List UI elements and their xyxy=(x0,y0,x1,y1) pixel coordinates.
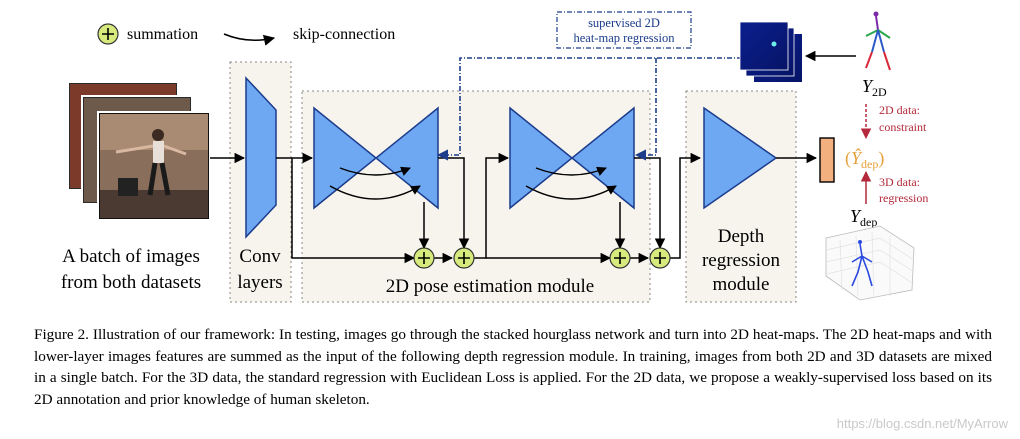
sum-node-2 xyxy=(453,247,475,269)
curved-arrow-icon xyxy=(223,33,276,46)
ydep-hat-label: (Ŷdep) xyxy=(845,147,884,171)
sum-node-4 xyxy=(649,247,671,269)
input-caption-line2: from both datasets xyxy=(61,272,201,293)
legend-summation-label: summation xyxy=(127,26,198,43)
watermark: https://blog.csdn.net/MyArrow xyxy=(836,416,1008,431)
conv-label-line2: layers xyxy=(237,272,282,293)
sum-node-1 xyxy=(413,247,435,269)
legend-skip-label: skip-connection xyxy=(293,26,395,43)
legend: summation skip-connection xyxy=(97,23,395,46)
depth-regression-block xyxy=(703,106,778,210)
figure-caption: Figure 2. Illustration of our framework:… xyxy=(34,326,992,408)
regression-label-line2: regression xyxy=(879,191,928,205)
constraint-label-line1: 2D data: xyxy=(879,103,920,117)
supervision-label-line2: heat-map regression xyxy=(573,31,675,45)
supervision-line-2 xyxy=(634,58,657,161)
skeleton-2d-icon xyxy=(865,11,891,71)
supervision-label-line1: supervised 2D xyxy=(588,16,660,30)
depth-label-line1: Depth xyxy=(718,226,765,247)
supervision-box xyxy=(556,11,692,49)
heatmap-thumbnail xyxy=(739,21,802,82)
constraint-label-line2: constraint xyxy=(879,120,927,134)
regression-label-line1: 3D data: xyxy=(879,175,920,189)
input-caption-line1: A batch of images xyxy=(62,246,200,267)
pose-module-label: 2D pose estimation module xyxy=(386,276,594,297)
plus-circle-icon xyxy=(97,23,119,45)
ydep-label: Ydep xyxy=(850,206,877,229)
conv-label-line1: Conv xyxy=(239,246,281,267)
hourglass-1 xyxy=(313,106,439,210)
supervision-line xyxy=(436,57,742,161)
y2d-label: Y2D xyxy=(862,76,887,99)
depth-label-line3: module xyxy=(713,274,770,295)
depth-label-line2: regression xyxy=(702,250,781,271)
sum-node-3 xyxy=(609,247,631,269)
skeleton-3d-plot xyxy=(825,225,915,301)
framework-diagram: summation skip-connection A batch of ima… xyxy=(61,11,928,303)
photo-stack xyxy=(67,81,211,221)
depth-output-box xyxy=(819,137,835,183)
conv-layers-block xyxy=(245,76,277,239)
